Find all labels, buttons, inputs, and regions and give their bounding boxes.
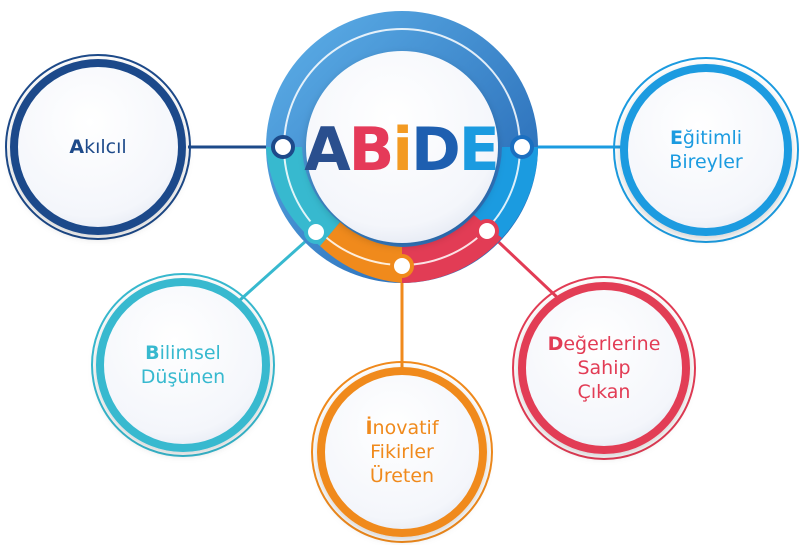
node-label-bilimsel: Bilimsel Düşünen — [103, 325, 263, 405]
node-akilci — [5, 54, 191, 240]
node-label-line: Akılcıl — [69, 135, 126, 159]
node-label-degerlerine: Değerlerine Sahip Çıkan — [524, 318, 684, 418]
node-egitimli-outer-arc — [613, 57, 799, 243]
node-initial: E — [669, 127, 683, 149]
logo-letter-i: i — [392, 115, 413, 185]
node-label-line-2: Sahip — [577, 357, 631, 379]
hub-segment-cyan — [266, 147, 340, 246]
node-label-line-2: Düşünen — [140, 366, 226, 388]
dot-degerlerine — [475, 219, 499, 243]
node-initial: İ — [365, 417, 373, 439]
node-label-line: Eğitimli — [670, 126, 742, 150]
node-label-rest: ilimsel — [159, 342, 221, 364]
node-label-line: Değerlerine — [548, 332, 661, 356]
node-degerlerine-outer-arc — [512, 276, 696, 460]
node-egitimli — [613, 57, 799, 243]
hub-segment-blue — [474, 147, 538, 238]
node-label-line-3: Çıkan — [577, 381, 631, 403]
node-akilci-ring — [10, 59, 186, 235]
logo-letter-e: E — [458, 115, 500, 185]
node-inovatif-ring — [317, 367, 487, 537]
node-label-rest: kılcıl — [84, 136, 127, 158]
node-initial: B — [145, 342, 160, 364]
dot-bilimsel — [304, 220, 328, 244]
node-inovatif-outer-arc — [311, 361, 493, 543]
node-degerlerine — [512, 276, 696, 460]
logo-letter-b: B — [348, 115, 395, 185]
logo-letter-d: D — [410, 115, 461, 185]
node-bilimsel — [91, 273, 275, 457]
node-label-akilci: Akılcıl — [18, 107, 178, 187]
abide-logo: A B i D E — [304, 110, 500, 190]
node-label-line-2: Bireyler — [669, 151, 743, 173]
node-bilimsel-outer-arc — [91, 273, 275, 457]
hub-segment-orange — [320, 222, 402, 283]
node-akilci-outer-arc — [5, 54, 191, 240]
node-label-egitimli: Eğitimli Bireyler — [626, 110, 786, 190]
node-initial: D — [547, 333, 564, 355]
node-initial: A — [69, 136, 85, 158]
node-inovatif — [311, 361, 493, 543]
node-bilimsel-ring — [96, 278, 270, 452]
dot-inovatif — [390, 254, 414, 278]
node-egitimli-ring — [620, 64, 792, 236]
node-label-inovatif: İnovatif Fikirler Üreten — [322, 402, 482, 502]
node-label-rest: ğitimli — [682, 127, 743, 149]
node-label-rest: novatif — [372, 417, 439, 439]
node-label-line-3: Üreten — [369, 465, 435, 487]
dot-akilci — [271, 135, 295, 159]
connector-degerlerine — [485, 229, 562, 302]
dot-egitimli — [510, 135, 534, 159]
node-label-line: Bilimsel — [145, 341, 221, 365]
node-degerlerine-ring — [518, 282, 690, 454]
logo-letter-a: A — [304, 115, 350, 185]
connector-bilimsel — [238, 230, 318, 302]
node-label-line: İnovatif — [365, 416, 438, 440]
node-label-line-2: Fikirler — [370, 441, 434, 463]
node-label-rest: eğerlerine — [563, 333, 661, 355]
hub-dots — [271, 135, 534, 278]
central-hub — [266, 11, 538, 283]
hub-white-disc — [306, 51, 498, 243]
